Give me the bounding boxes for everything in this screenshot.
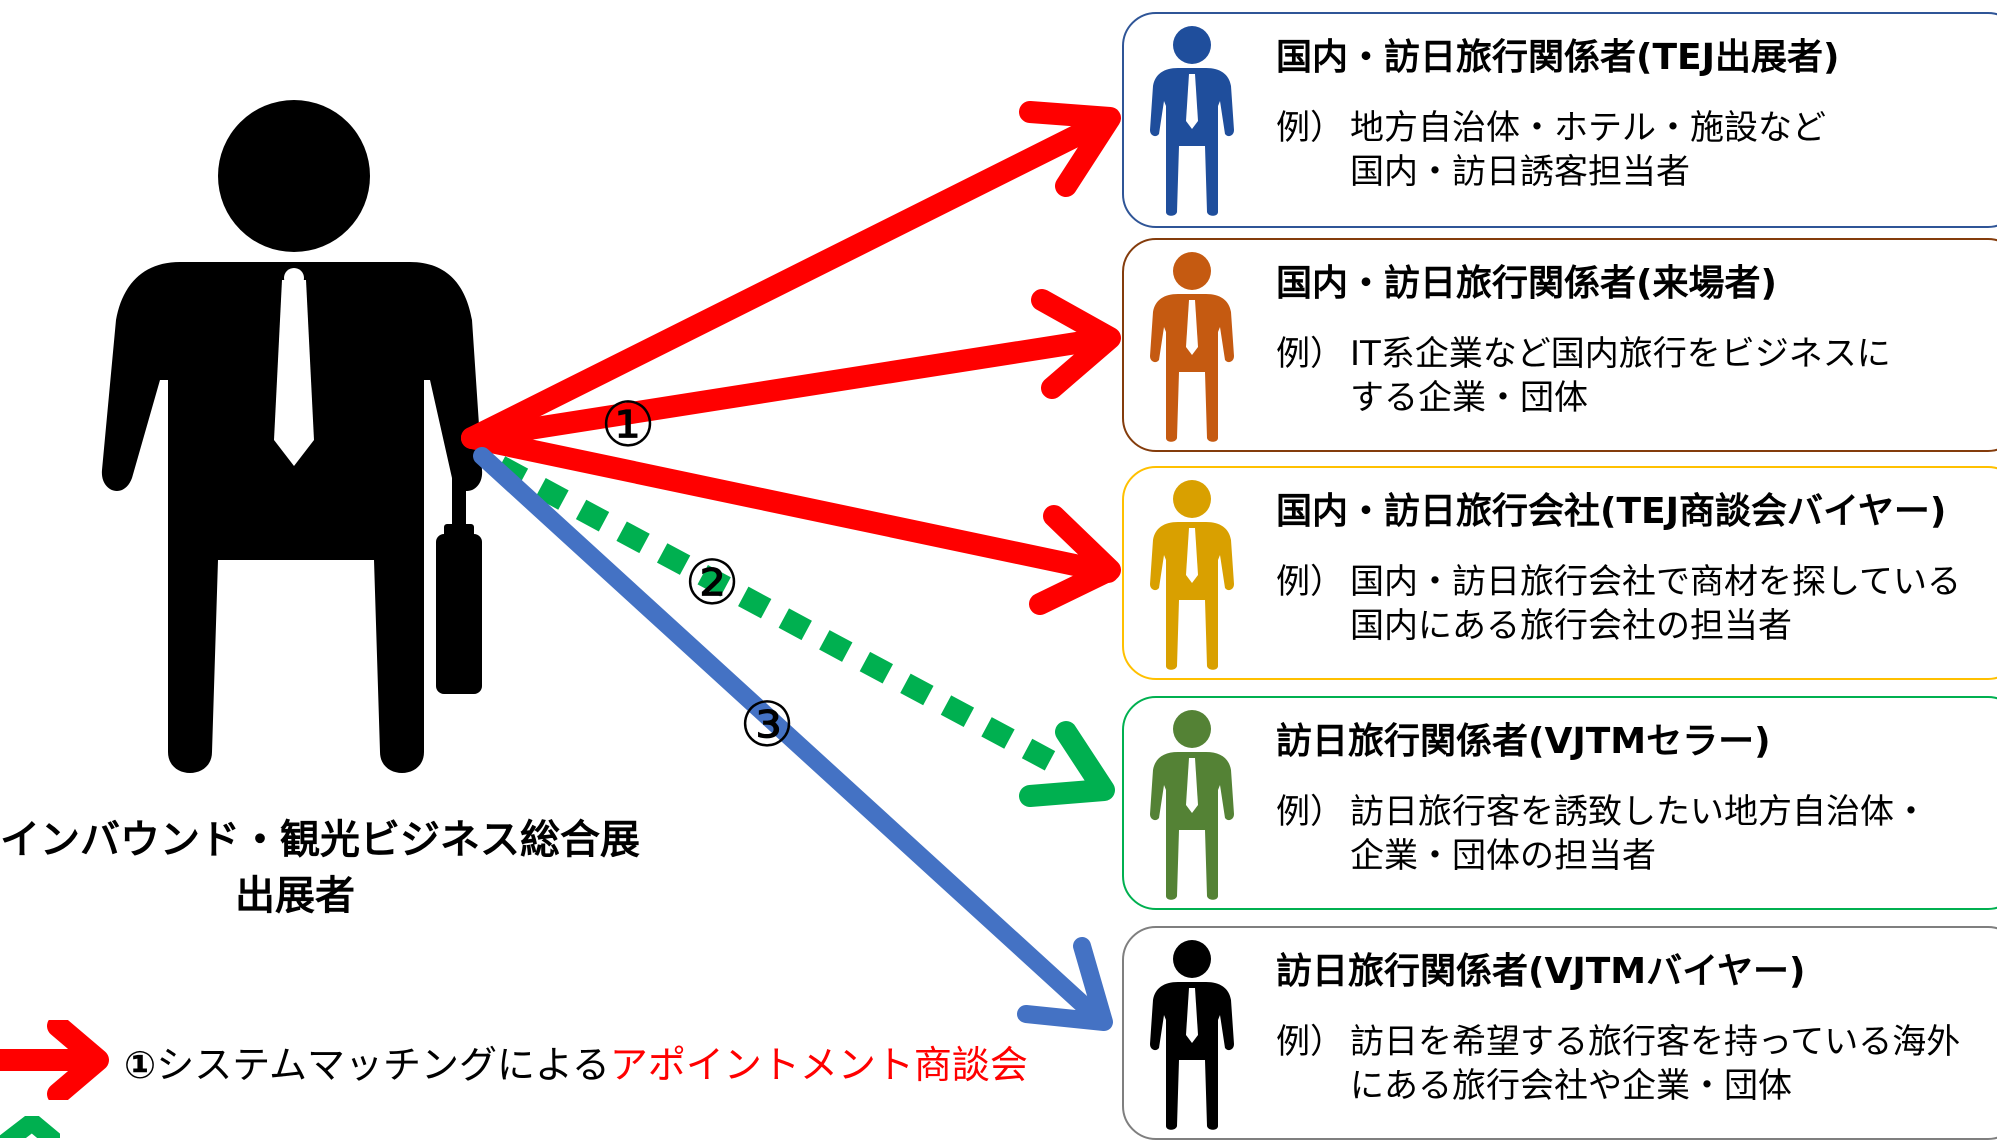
person-icon bbox=[1150, 252, 1234, 444]
target-example: 例）地方自治体・ホテル・施設など 国内・訪日誘客担当者 bbox=[1276, 106, 1826, 194]
legend-text-highlight: アポイントメント商談会 bbox=[609, 1043, 1028, 1087]
example-line1: 地方自治体・ホテル・施設など bbox=[1350, 108, 1826, 148]
target-title: 国内・訪日旅行関係者(TEJ出展者) bbox=[1276, 37, 1840, 78]
route-2-arrow bbox=[494, 456, 1115, 807]
target-title: 国内・訪日旅行関係者(来場者) bbox=[1276, 263, 1777, 304]
example-line2: 国内・訪日誘客担当者 bbox=[1350, 152, 1690, 192]
target-box-vjtm-seller: 訪日旅行関係者(VJTMセラー) 例）訪日旅行客を誘致したい地方自治体・ 企業・… bbox=[1122, 696, 1997, 910]
target-example: 例）IT系企業など国内旅行をビジネスに する企業・団体 bbox=[1276, 332, 1891, 420]
legend-red-arrow-icon bbox=[0, 1020, 109, 1100]
route-1-arrows bbox=[461, 101, 1121, 615]
person-icon bbox=[1150, 710, 1234, 902]
example-prefix: 例） bbox=[1276, 334, 1344, 374]
person-icon bbox=[1150, 480, 1234, 672]
example-line2: にある旅行会社や企業・団体 bbox=[1350, 1066, 1792, 1106]
target-example: 例）訪日を希望する旅行客を持っている海外 にある旅行会社や企業・団体 bbox=[1276, 1020, 1960, 1108]
example-prefix: 例） bbox=[1276, 108, 1344, 148]
target-box-tej-buyer: 国内・訪日旅行会社(TEJ商談会バイヤー) 例）国内・訪日旅行会社で商材を探して… bbox=[1122, 466, 1997, 680]
legend-number: ① bbox=[124, 1043, 157, 1087]
target-title: 訪日旅行関係者(VJTMセラー) bbox=[1276, 721, 1771, 762]
example-line2: する企業・団体 bbox=[1350, 378, 1588, 418]
person-icon bbox=[1150, 26, 1234, 218]
target-box-tej-exhibitor: 国内・訪日旅行関係者(TEJ出展者) 例）地方自治体・ホテル・施設など 国内・訪… bbox=[1122, 12, 1997, 228]
legend: ①システムマッチングによるアポイントメント商談会 bbox=[0, 1020, 1028, 1100]
example-line1: IT系企業など国内旅行をビジネスに bbox=[1350, 334, 1891, 374]
example-line1: 訪日を希望する旅行客を持っている海外 bbox=[1350, 1022, 1961, 1062]
example-prefix: 例） bbox=[1276, 1022, 1344, 1062]
exhibitor-caption-line1: インバウンド・観光ビジネス総合展 bbox=[0, 817, 640, 863]
example-line2: 国内にある旅行会社の担当者 bbox=[1350, 606, 1792, 646]
example-line1: 国内・訪日旅行会社で商材を探している bbox=[1350, 562, 1961, 602]
route-label-1: ① bbox=[600, 388, 656, 461]
legend-text-plain: システムマッチングによる bbox=[156, 1043, 610, 1087]
route-label-3: ③ bbox=[739, 688, 795, 761]
briefcase-icon bbox=[436, 478, 482, 694]
target-example: 例）訪日旅行客を誘致したい地方自治体・ 企業・団体の担当者 bbox=[1276, 790, 1928, 878]
target-box-vjtm-buyer: 訪日旅行関係者(VJTMバイヤー) 例）訪日を希望する旅行客を持っている海外 に… bbox=[1122, 926, 1997, 1140]
example-prefix: 例） bbox=[1276, 562, 1344, 602]
target-title: 国内・訪日旅行会社(TEJ商談会バイヤー) bbox=[1276, 491, 1947, 532]
exhibitor-caption: インバウンド・観光ビジネス総合展 出展者 bbox=[0, 812, 640, 924]
legend-text: ①システムマッチングによるアポイントメント商談会 bbox=[124, 1034, 1028, 1089]
exhibitor-person-icon bbox=[101, 100, 483, 773]
target-box-domestic-visitor: 国内・訪日旅行関係者(来場者) 例）IT系企業など国内旅行をビジネスに する企業… bbox=[1122, 238, 1997, 452]
example-prefix: 例） bbox=[1276, 792, 1344, 832]
target-example: 例）国内・訪日旅行会社で商材を探している 国内にある旅行会社の担当者 bbox=[1276, 560, 1961, 648]
route-3-arrow bbox=[473, 447, 1113, 1031]
example-line1: 訪日旅行客を誘致したい地方自治体・ bbox=[1350, 792, 1928, 832]
exhibitor-caption-line2: 出展者 bbox=[235, 873, 355, 919]
example-line2: 企業・団体の担当者 bbox=[1350, 836, 1656, 876]
person-icon bbox=[1150, 940, 1234, 1132]
legend-green-arrow-icon bbox=[0, 1116, 60, 1138]
route-label-2: ② bbox=[684, 546, 740, 619]
target-title: 訪日旅行関係者(VJTMバイヤー) bbox=[1276, 951, 1806, 992]
